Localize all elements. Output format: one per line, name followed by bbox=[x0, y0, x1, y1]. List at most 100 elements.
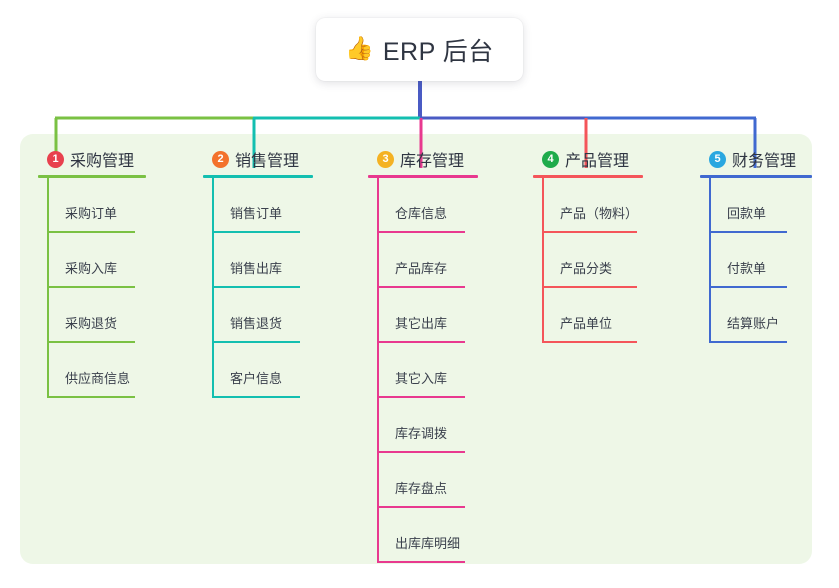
item-underline bbox=[709, 231, 787, 233]
item-underline bbox=[212, 341, 300, 343]
item-underline bbox=[377, 396, 465, 398]
list-item[interactable]: 回款单 bbox=[709, 178, 812, 233]
item-label: 出库库明细 bbox=[395, 536, 461, 551]
item-spine bbox=[709, 233, 711, 288]
list-item[interactable]: 产品库存 bbox=[377, 233, 478, 288]
column-items-3: 仓库信息产品库存其它出库其它入库库存调拨库存盘点出库库明细 bbox=[377, 178, 478, 563]
item-underline bbox=[377, 451, 465, 453]
list-item[interactable]: 出库库明细 bbox=[377, 508, 478, 563]
item-label: 产品分类 bbox=[560, 261, 613, 276]
item-spine bbox=[377, 233, 379, 288]
item-label: 其它出库 bbox=[395, 316, 448, 331]
item-spine bbox=[212, 343, 214, 398]
list-item[interactable]: 采购订单 bbox=[47, 178, 146, 233]
item-spine bbox=[542, 288, 544, 343]
item-spine bbox=[377, 178, 379, 233]
root-node[interactable]: 👍 ERP 后台 bbox=[316, 18, 523, 81]
item-spine bbox=[47, 178, 49, 233]
column-underline-4 bbox=[533, 175, 643, 178]
list-item[interactable]: 供应商信息 bbox=[47, 343, 146, 398]
column-badge-2: 2 bbox=[212, 150, 229, 168]
item-spine bbox=[212, 233, 214, 288]
column-items-4: 产品（物料） 产品分类产品单位 bbox=[542, 178, 643, 343]
item-spine bbox=[709, 178, 711, 233]
item-label: 销售订单 bbox=[230, 206, 283, 221]
list-item[interactable]: 采购入库 bbox=[47, 233, 146, 288]
list-item[interactable]: 销售退货 bbox=[212, 288, 313, 343]
column-title-1: 采购管理 bbox=[70, 153, 135, 170]
list-item[interactable]: 仓库信息 bbox=[377, 178, 478, 233]
list-item[interactable]: 库存盘点 bbox=[377, 453, 478, 508]
column-1: 1 采购管理采购订单采购入库采购退货供应商信息 bbox=[38, 147, 146, 398]
list-item[interactable]: 产品单位 bbox=[542, 288, 643, 343]
column-title-4: 产品管理 bbox=[565, 153, 630, 170]
item-label: 采购退货 bbox=[65, 316, 118, 331]
column-badge-4: 4 bbox=[542, 150, 559, 168]
item-underline bbox=[212, 231, 300, 233]
item-spine bbox=[377, 508, 379, 563]
column-underline-2 bbox=[203, 175, 313, 178]
item-label: 库存调拨 bbox=[395, 426, 448, 441]
list-item[interactable]: 其它入库 bbox=[377, 343, 478, 398]
column-header-4[interactable]: 4 产品管理 bbox=[533, 147, 643, 171]
item-underline bbox=[47, 286, 135, 288]
column-badge-5: 5 bbox=[709, 150, 726, 168]
item-label: 结算账户 bbox=[727, 316, 780, 331]
item-underline bbox=[542, 286, 637, 288]
item-spine bbox=[709, 288, 711, 343]
column-items-2: 销售订单销售出库销售退货客户信息 bbox=[212, 178, 313, 398]
item-label: 产品库存 bbox=[395, 261, 448, 276]
item-spine bbox=[377, 343, 379, 398]
item-underline bbox=[47, 231, 135, 233]
item-spine bbox=[542, 233, 544, 288]
item-label: 产品（物料） bbox=[560, 206, 639, 221]
column-underline-1 bbox=[38, 175, 146, 178]
item-label: 客户信息 bbox=[230, 371, 283, 386]
column-title-3: 库存管理 bbox=[400, 153, 465, 170]
thumbs-up-icon: 👍 bbox=[345, 36, 374, 62]
item-spine bbox=[377, 453, 379, 508]
column-badge-1: 1 bbox=[47, 150, 64, 168]
column-header-1[interactable]: 1 采购管理 bbox=[38, 147, 146, 171]
item-spine bbox=[377, 398, 379, 453]
item-underline bbox=[377, 561, 465, 563]
column-items-5: 回款单付款单结算账户 bbox=[709, 178, 812, 343]
item-underline bbox=[542, 231, 637, 233]
list-item[interactable]: 客户信息 bbox=[212, 343, 313, 398]
item-underline bbox=[377, 231, 465, 233]
list-item[interactable]: 销售订单 bbox=[212, 178, 313, 233]
list-item[interactable]: 库存调拨 bbox=[377, 398, 478, 453]
list-item[interactable]: 付款单 bbox=[709, 233, 812, 288]
item-underline bbox=[377, 506, 465, 508]
root-title: ERP 后台 bbox=[382, 37, 494, 66]
item-label: 付款单 bbox=[727, 261, 767, 276]
item-label: 销售出库 bbox=[230, 261, 283, 276]
item-underline bbox=[709, 286, 787, 288]
item-label: 其它入库 bbox=[395, 371, 448, 386]
list-item[interactable]: 其它出库 bbox=[377, 288, 478, 343]
item-underline bbox=[377, 286, 465, 288]
item-label: 销售退货 bbox=[230, 316, 283, 331]
list-item[interactable]: 销售出库 bbox=[212, 233, 313, 288]
item-label: 产品单位 bbox=[560, 316, 613, 331]
item-underline bbox=[47, 341, 135, 343]
item-label: 仓库信息 bbox=[395, 206, 448, 221]
item-spine bbox=[47, 343, 49, 398]
list-item[interactable]: 结算账户 bbox=[709, 288, 812, 343]
item-label: 库存盘点 bbox=[395, 481, 448, 496]
item-underline bbox=[542, 341, 637, 343]
item-spine bbox=[212, 288, 214, 343]
list-item[interactable]: 产品（物料） bbox=[542, 178, 643, 233]
list-item[interactable]: 产品分类 bbox=[542, 233, 643, 288]
item-spine bbox=[47, 233, 49, 288]
list-item[interactable]: 采购退货 bbox=[47, 288, 146, 343]
diagram-panel bbox=[20, 134, 812, 564]
item-label: 供应商信息 bbox=[65, 371, 131, 386]
